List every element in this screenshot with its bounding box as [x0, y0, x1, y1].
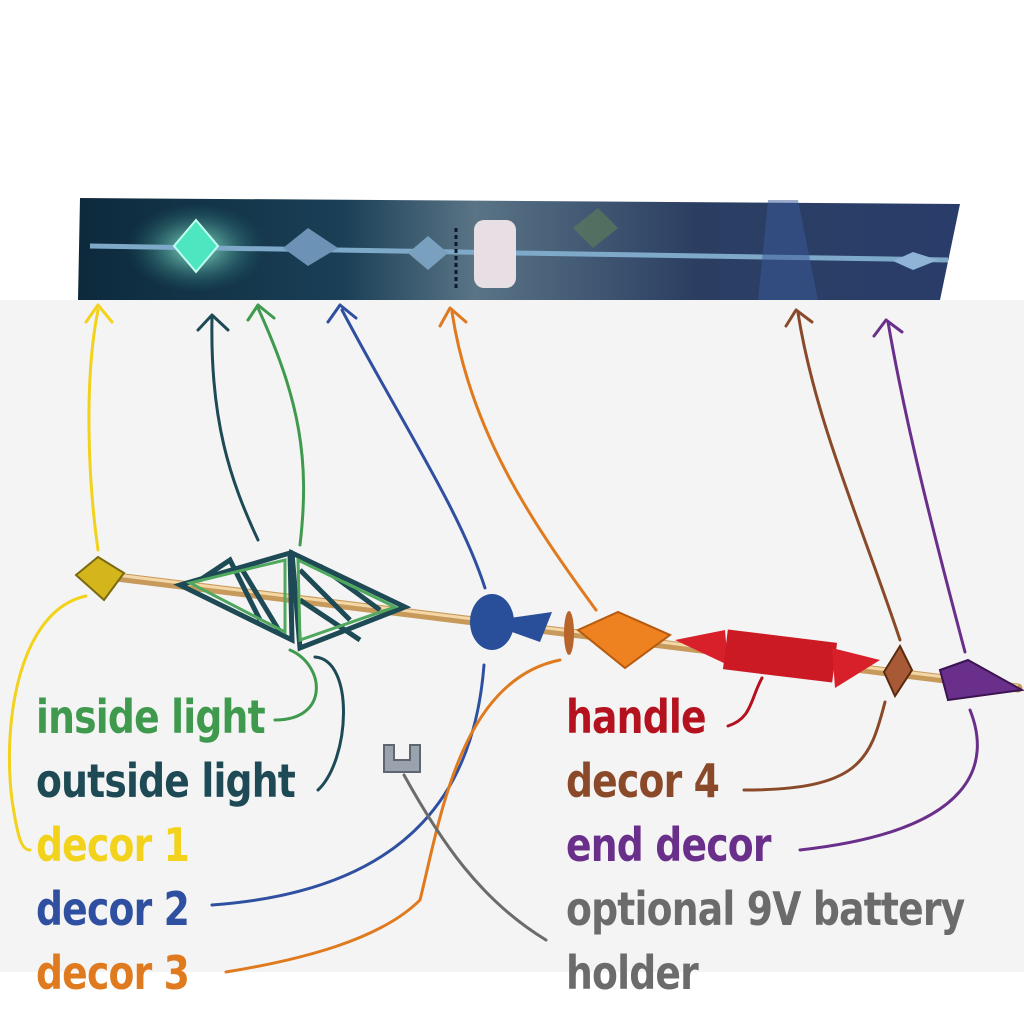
- outside-light-arrow: [196, 313, 260, 542]
- end-decor-leader: [798, 708, 979, 852]
- end-decor-part: [938, 658, 1024, 702]
- handle-part: [675, 629, 880, 688]
- inside-light-arrow: [246, 303, 306, 547]
- inside-light-part: [185, 557, 399, 643]
- reference-image-strip: [78, 198, 960, 300]
- label-end-decor: end decor: [566, 818, 771, 872]
- decor-2-arrow: [326, 303, 487, 590]
- battery-holder-part: [383, 744, 421, 773]
- label-decor-3: decor 3: [36, 946, 190, 1000]
- end-decor-arrow: [872, 318, 967, 654]
- decor-2-leader: [210, 663, 486, 907]
- label-decor-1: decor 1: [36, 818, 190, 872]
- label-handle: handle: [566, 690, 707, 744]
- inside-light-leader: [273, 648, 318, 722]
- decor-2-part: [470, 594, 552, 650]
- staff-rod: [95, 570, 1023, 693]
- label-decor-4: decor 4: [566, 754, 720, 808]
- staff-rod-highlight: [99, 571, 1019, 688]
- label-decor-2: decor 2: [36, 882, 190, 936]
- outside-light-leader: [313, 655, 345, 792]
- label-battery-line-2: holder: [566, 946, 699, 1000]
- battery-leader: [402, 773, 548, 942]
- label-battery-line-1: optional 9V battery: [566, 882, 965, 936]
- decor-3-part: [564, 610, 672, 670]
- handle-leader: [726, 676, 764, 728]
- outside-light-part: [173, 548, 412, 652]
- decor-1-leader: [7, 594, 88, 852]
- label-inside-light: inside light: [36, 690, 266, 744]
- decor-1-arrow: [84, 303, 114, 552]
- decor-3-leader: [224, 658, 562, 974]
- decor-4-part: [882, 643, 914, 699]
- decor-1-part: [74, 555, 126, 602]
- decor-3-arrow: [438, 306, 598, 612]
- decor-4-leader: [742, 700, 887, 792]
- decor-4-arrow: [784, 308, 902, 642]
- label-outside-light: outside light: [36, 754, 296, 808]
- background-panel: [0, 300, 1024, 972]
